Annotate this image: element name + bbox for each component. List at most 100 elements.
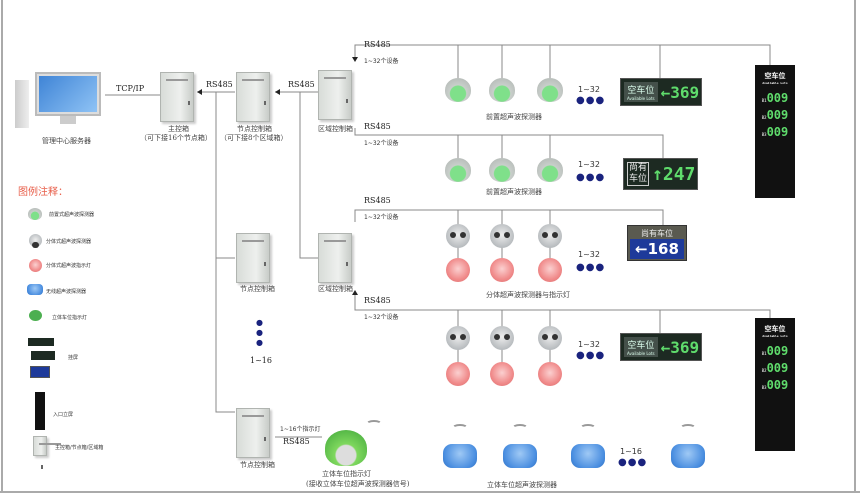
legend-standing-screen-icon xyxy=(35,392,45,430)
wireless-ultrasonic-detector xyxy=(443,444,477,468)
node-control-box xyxy=(236,408,270,458)
range-label: 1~32 xyxy=(578,340,600,349)
front-ultrasonic-detector xyxy=(445,78,471,102)
split-indicator-light xyxy=(490,362,514,386)
node-control-box xyxy=(236,72,270,122)
legend-item: 主控箱/节点箱/区域箱 xyxy=(55,445,104,451)
row-key: B2 xyxy=(761,368,767,373)
rs485-label: RS485 xyxy=(364,40,391,49)
row-value: 009 xyxy=(766,125,789,139)
legend-box-icon xyxy=(33,436,61,469)
tcp-ip-label: TCP/IP xyxy=(116,84,145,93)
server-computer xyxy=(15,72,103,130)
row-value: 009 xyxy=(766,108,789,122)
node-control-box xyxy=(236,233,270,283)
more-dots: ●●● xyxy=(576,95,606,106)
stand-sub: Available Lots xyxy=(762,334,788,338)
rs485-label: RS485 xyxy=(206,80,233,89)
more-nodes-dots: ●●● xyxy=(256,318,263,347)
wireless-label: 立体车位超声波探测器 xyxy=(487,481,557,489)
legend-item: 前置式超声波探测器 xyxy=(49,212,95,218)
screen-value: ←369 xyxy=(660,337,700,357)
row-key: B3 xyxy=(761,385,767,390)
rs485-label: RS485 xyxy=(364,122,391,131)
node-box-label: 节点控制箱 xyxy=(240,461,275,469)
row-key: B3 xyxy=(761,132,767,137)
rs485-label: RS485 xyxy=(288,80,315,89)
rs485-label: RS485 xyxy=(364,296,391,305)
devices-count: 1~32个设备 xyxy=(364,214,399,221)
group-label: 前置超声波探测器 xyxy=(486,188,542,196)
legend-screen-icon xyxy=(28,338,54,346)
zone-control-box xyxy=(318,70,352,120)
screen-title: 尚有 xyxy=(629,163,648,173)
indicator-count: 1~16个指示灯 xyxy=(280,426,321,433)
group-label: 分体超声波探测器与指示灯 xyxy=(486,291,570,299)
wireless-ultrasonic-detector xyxy=(571,444,605,468)
row-key: B1 xyxy=(761,351,767,356)
more-dots: ●●● xyxy=(576,172,606,183)
wireless-signal-icon xyxy=(512,424,528,432)
legend-indicator-light-icon xyxy=(29,259,42,272)
split-ultrasonic-detector xyxy=(446,326,470,350)
front-ultrasonic-detector xyxy=(537,158,563,182)
split-indicator-light xyxy=(490,258,514,282)
split-indicator-light xyxy=(446,362,470,386)
row-key: B1 xyxy=(761,98,767,103)
screen-title: 车位 xyxy=(629,174,648,184)
row-value: 009 xyxy=(766,344,789,358)
screen-title: 尚有车位 xyxy=(641,229,673,238)
devices-count: 1~32个设备 xyxy=(364,58,399,65)
screen-sub: Available Lots xyxy=(627,96,655,101)
split-ultrasonic-detector xyxy=(538,224,562,248)
wall-screen-247: 尚有车位 ↑247 xyxy=(623,158,698,190)
row-key: B2 xyxy=(761,115,767,120)
wireless-ultrasonic-detector xyxy=(503,444,537,468)
range-label: 1~16 xyxy=(620,447,642,456)
wall-screen-168: 尚有车位 ←168 xyxy=(627,225,687,261)
server-label: 管理中心服务器 xyxy=(42,137,91,145)
stand-title: 空车位 xyxy=(764,325,786,333)
wireless-signal-icon xyxy=(680,424,696,432)
legend-split-detector-icon xyxy=(29,234,42,248)
screen-value: ←168 xyxy=(630,239,684,259)
main-box-label: 主控箱 xyxy=(168,125,189,133)
screen-value: ↑247 xyxy=(652,163,696,185)
legend-item: 立体车位指示灯 xyxy=(52,315,88,321)
split-indicator-light xyxy=(446,258,470,282)
rs485-label: RS485 xyxy=(364,196,391,205)
wireless-ultrasonic-detector xyxy=(671,444,705,468)
zone-box-label: 区域控制箱 xyxy=(318,285,353,293)
wireless-signal-icon xyxy=(580,424,596,432)
legend-item: 分体式超声波指示灯 xyxy=(46,263,92,269)
split-ultrasonic-detector xyxy=(538,326,562,350)
row-value: 009 xyxy=(766,361,789,375)
split-ultrasonic-detector xyxy=(490,224,514,248)
node-box-sub: （可下接8个区域箱） xyxy=(220,134,288,142)
devices-count: 1~32个设备 xyxy=(364,314,399,321)
legend-item: 入口立屏 xyxy=(53,412,74,418)
legend-3d-indicator-icon xyxy=(29,310,42,321)
split-indicator-light xyxy=(538,362,562,386)
zone-box-label: 区域控制箱 xyxy=(318,125,353,133)
zone-control-box xyxy=(318,233,352,283)
stand-title: 空车位 xyxy=(764,72,786,80)
front-ultrasonic-detector xyxy=(445,158,471,182)
split-indicator-light xyxy=(538,258,562,282)
node-range-label: 1~16 xyxy=(250,356,272,365)
3d-parking-indicator xyxy=(325,430,367,466)
group-label: 前置超声波探测器 xyxy=(486,113,542,121)
legend-item: 挂屏 xyxy=(68,355,79,361)
legend-item: 无线超声波探测器 xyxy=(46,289,87,295)
legend-title: 图例注释： xyxy=(18,187,68,198)
range-label: 1~32 xyxy=(578,85,600,94)
front-ultrasonic-detector xyxy=(489,158,515,182)
rs485-label: RS485 xyxy=(283,437,310,446)
devices-count: 1~32个设备 xyxy=(364,140,399,147)
range-label: 1~32 xyxy=(578,250,600,259)
screen-title: 空车位 xyxy=(627,86,655,96)
